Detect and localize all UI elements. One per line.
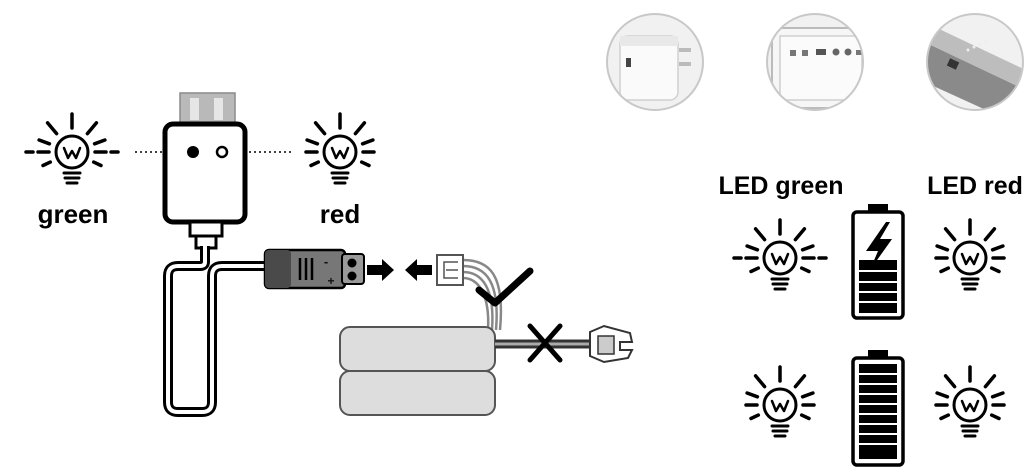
green-led-label: green <box>38 199 109 229</box>
green-led <box>187 146 199 158</box>
computer-ports-photo <box>766 13 864 111</box>
usb-charger <box>162 92 248 250</box>
minus-sign: - <box>324 254 328 269</box>
plus-sign: + <box>327 274 334 288</box>
light-bulb-icon <box>26 114 118 183</box>
light-bulb-icon <box>304 112 376 185</box>
light-bulb-icon <box>734 220 826 289</box>
charger-body <box>162 121 248 225</box>
legend-led-green-heading: LED green <box>718 172 843 200</box>
charger-cable <box>163 246 268 417</box>
battery-connector <box>436 254 503 331</box>
legend-led-red-heading: LED red <box>927 172 1023 200</box>
wrong-connector <box>495 324 634 364</box>
red-led <box>215 145 229 159</box>
battery-pack <box>339 326 496 416</box>
light-bulb-icon <box>744 365 816 438</box>
wall-adapter-photo <box>606 13 704 111</box>
x-mark-icon <box>527 323 563 363</box>
light-bulb-icon <box>934 365 1006 438</box>
red-led-label: red <box>320 199 360 229</box>
battery-charging-icon <box>851 204 905 320</box>
power-bank-photo <box>926 13 1024 111</box>
arrow-right-icon <box>367 259 394 281</box>
light-bulb-icon <box>934 218 1006 291</box>
checkmark-icon <box>475 267 534 307</box>
usb-plug <box>179 92 236 126</box>
arrow-left-icon <box>405 259 432 281</box>
charger-connector: - + <box>263 248 365 290</box>
battery-full-icon <box>851 350 905 467</box>
